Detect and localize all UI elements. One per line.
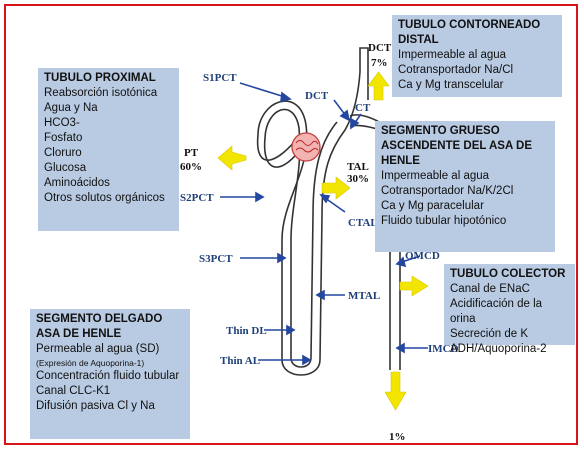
flow-dct-pct: 7%: [371, 57, 388, 69]
proximal-item: Aminoácidos: [44, 176, 173, 191]
flow-tal-pct: 30%: [347, 173, 369, 185]
proximal-item: Fosfato: [44, 131, 173, 146]
thin-limb-line: Permeable al agua (SD): [36, 342, 184, 357]
proximal-title: TUBULO PROXIMAL: [44, 71, 173, 86]
thin-limb-item: Canal CLC-K1: [36, 384, 184, 399]
proximal-item: HCO3-: [44, 116, 173, 131]
label-ctal: CTAL: [348, 217, 378, 229]
thick-ascending-box: SEGMENTO GRUESO ASCENDENTE DEL ASA DE HE…: [375, 121, 555, 252]
arrow-dct: [368, 72, 389, 100]
proximal-item: Otros solutos orgánicos: [44, 191, 173, 206]
thick-ascending-item: Cotransportador Na/K/2Cl: [381, 184, 549, 199]
distal-title: TUBULO CONTORNEADO DISTAL: [398, 18, 556, 48]
label-s3pct: S3PCT: [199, 253, 233, 265]
arrow-collector: [400, 276, 428, 296]
proximal-item: Reabsorción isotónica: [44, 86, 173, 101]
label-s1pct: S1PCT: [203, 72, 237, 84]
thin-limb-title: SEGMENTO DELGADO ASA DE HENLE: [36, 312, 184, 342]
collector-item: Canal de ENaC: [450, 282, 569, 297]
thin-limb-box: SEGMENTO DELGADO ASA DE HENLE Permeable …: [30, 309, 190, 439]
flow-pt-pct: 60%: [180, 161, 202, 173]
arrow-final: [385, 372, 406, 410]
flow-final-pct: 1%: [389, 431, 406, 443]
collector-item: Acidificación de la orina: [450, 297, 569, 327]
thick-ascending-item: Impermeable al agua: [381, 169, 549, 184]
proximal-item: Glucosa: [44, 161, 173, 176]
proximal-tubule-box: TUBULO PROXIMAL Reabsorción isotónica Ag…: [38, 68, 179, 231]
distal-item: Impermeable al agua: [398, 48, 556, 63]
collector-title: TUBULO COLECTOR: [450, 267, 569, 282]
collector-item: ADH/Aquoporina-2: [450, 342, 569, 357]
label-mtal: MTAL: [348, 290, 380, 302]
collector-item: Secreción de K: [450, 327, 569, 342]
proximal-item: Cloruro: [44, 146, 173, 161]
thick-ascending-item: Fluido tubular hipotónico: [381, 214, 549, 229]
label-ct: CT: [355, 102, 371, 114]
distal-tubule-box: TUBULO CONTORNEADO DISTAL Impermeable al…: [392, 15, 562, 97]
label-thin-dl: Thin DL: [226, 325, 267, 337]
label-thin-al: Thin AL: [220, 355, 260, 367]
thin-limb-item: Difusión pasiva Cl y Na: [36, 399, 184, 414]
flow-tal-label: TAL: [347, 161, 369, 173]
arrow-pt: [218, 146, 246, 170]
collecting-duct-box: TUBULO COLECTOR Canal de ENaC Acidificac…: [444, 264, 575, 345]
label-dct: DCT: [305, 90, 329, 102]
label-s2pct: S2PCT: [180, 192, 214, 204]
glomerulus: [292, 133, 320, 161]
thin-limb-item: Concentración fluido tubular: [36, 369, 184, 384]
distal-item: Cotransportador Na/Cl: [398, 63, 556, 78]
thick-ascending-title: SEGMENTO GRUESO ASCENDENTE DEL ASA DE HE…: [381, 124, 549, 169]
distal-item: Ca y Mg transcelular: [398, 78, 556, 93]
flow-pt-label: PT: [184, 147, 199, 159]
proximal-item: Agua y Na: [44, 101, 173, 116]
flow-dct-label: DCT: [368, 42, 392, 54]
thin-limb-note: (Expresión de Aquoporina-1): [36, 357, 184, 369]
thick-ascending-item: Ca y Mg paracelular: [381, 199, 549, 214]
